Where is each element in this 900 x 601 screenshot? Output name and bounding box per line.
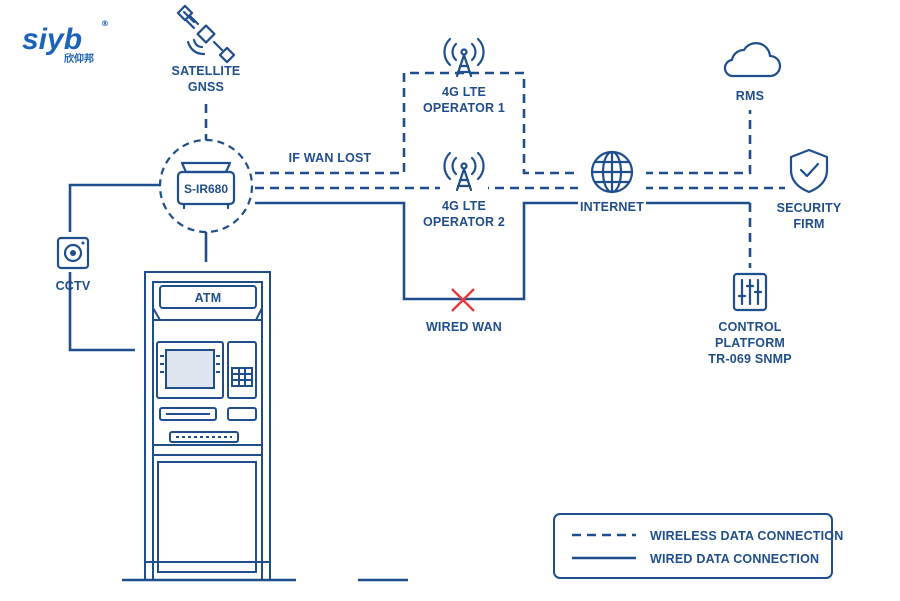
atm-sign: [159, 285, 257, 309]
security-icon-bg: [788, 146, 830, 192]
legend-box: [553, 513, 833, 579]
atm-keypad: [231, 367, 253, 387]
satellite-icon: [176, 4, 236, 64]
lte2-label-2: OPERATOR 2: [423, 215, 505, 229]
satellite-node: SATELLITE GNSS: [172, 4, 241, 94]
router-cctv-link: [68, 183, 165, 232]
router-node: S-IR680: [158, 138, 254, 234]
globe-icon: [590, 150, 634, 194]
security-node: SECURITY FIRM: [777, 146, 842, 231]
atm-body: [152, 319, 263, 446]
broken-x-icon: [451, 288, 475, 312]
cell-tower-icon: [443, 37, 485, 78]
atm-label: ATM: [195, 291, 222, 305]
if-wan-lost-label: IF WAN LOST: [289, 151, 372, 165]
cctv-atm-link: [68, 272, 135, 352]
lte-operator-2-node: 4G LTE OPERATOR 2: [423, 150, 505, 232]
lte2-label-bg: [425, 196, 503, 232]
control-node: CONTROL PLATFORM TR-069 SNMP: [708, 272, 792, 366]
wired-wan-path: [255, 201, 580, 301]
lte2-label-1: 4G LTE: [442, 199, 486, 213]
atm-cabinet: [157, 461, 257, 573]
control-label-1: CONTROL: [718, 320, 781, 334]
lte1-label-bg: [425, 84, 503, 118]
router-label: S-IR680: [184, 182, 228, 196]
brand-logo: siyb 欣仰邦 ®: [22, 19, 109, 65]
atm-screen: [165, 349, 215, 389]
legend-wired-label: WIRED DATA CONNECTION: [650, 552, 819, 566]
cloud-icon: [723, 42, 782, 78]
shield-check-icon: [789, 148, 829, 194]
lte2-icon-bg: [440, 150, 488, 198]
satellite-label-2: GNSS: [188, 80, 224, 94]
lte-operator-1-node: 4G LTE OPERATOR 1: [423, 37, 505, 118]
logo-subtitle: 欣仰邦: [64, 52, 94, 65]
atm-cash-slot: [169, 431, 239, 443]
internet-rms-link: [644, 110, 752, 175]
control-label-2: PLATFORM: [715, 336, 785, 350]
lte1-label-2: OPERATOR 1: [423, 101, 505, 115]
security-label-2: FIRM: [793, 217, 824, 231]
camera-icon: [56, 236, 90, 270]
rms-node: RMS: [723, 42, 782, 103]
rms-label: RMS: [736, 89, 764, 103]
internet-label: INTERNET: [580, 200, 644, 214]
satellite-label-1: SATELLITE: [172, 64, 241, 78]
cctv-label: CCTV: [56, 279, 91, 293]
control-label-3: TR-069 SNMP: [708, 352, 791, 366]
logo-text: siyb: [22, 23, 82, 56]
internet-label-bg: [578, 198, 646, 216]
router-icon: [176, 161, 236, 210]
internet-node: INTERNET: [578, 148, 646, 216]
atm-machine: ATM: [122, 271, 408, 582]
security-label-1: SECURITY: [777, 201, 842, 215]
sliders-icon: [732, 272, 768, 312]
registered-mark: ®: [101, 19, 109, 28]
cctv-node: CCTV: [56, 236, 91, 293]
legend: WIRELESS DATA CONNECTION WIRED DATA CONN…: [553, 513, 843, 579]
wired-wan-label: WIRED WAN: [426, 320, 502, 334]
legend-wireless-label: WIRELESS DATA CONNECTION: [650, 529, 843, 543]
cell-tower-icon: [443, 151, 485, 192]
lte1-label-1: 4G LTE: [442, 85, 486, 99]
